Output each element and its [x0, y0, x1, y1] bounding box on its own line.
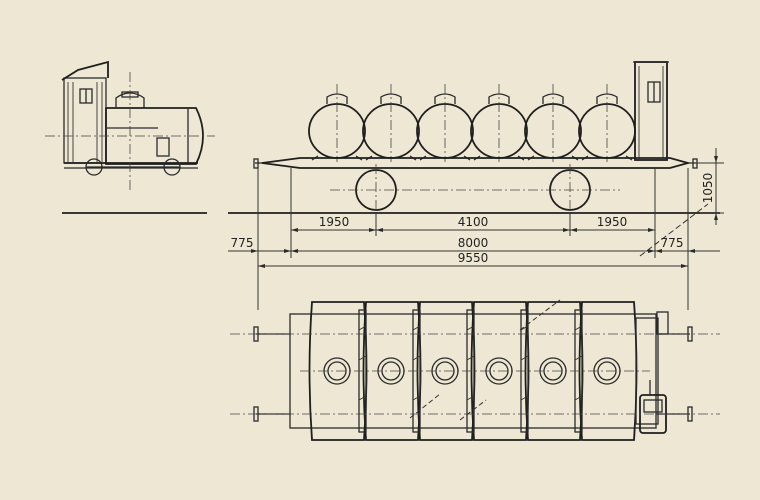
end-view-side-box	[156, 137, 170, 157]
elevation-cabin-planks	[638, 66, 664, 158]
elevation-cabin	[634, 61, 668, 161]
dim-label-total-length: 9550	[458, 251, 489, 265]
end-view-cabin-planks	[67, 82, 103, 162]
dim-label-overhang-right: 775	[661, 236, 684, 250]
elevation-tank	[578, 84, 636, 162]
dim-label-seg-mid: 4100	[458, 215, 489, 229]
elevation-buffer-left	[253, 158, 259, 169]
end-view-cabin	[63, 77, 107, 164]
dim-label-seg-left: 1950	[319, 215, 350, 229]
plan-cabin	[635, 317, 659, 425]
elevation-tank	[362, 84, 420, 162]
plan-view	[230, 299, 720, 441]
dim-label-wheelbase: 8000	[458, 236, 489, 250]
dimension-labels: 1950 4100 1950 775 8000 775 9550 1050	[231, 173, 715, 265]
elevation-tank	[308, 84, 366, 162]
dim-label-overhang-left: 775	[231, 236, 254, 250]
elevation-tank	[524, 84, 582, 162]
dimension-lines	[228, 148, 724, 310]
plan-cabin-step	[656, 311, 669, 335]
end-view-cabin-roof	[61, 60, 109, 81]
side-elevation	[228, 61, 720, 236]
dim-label-height: 1050	[701, 173, 715, 204]
elevation-tank-row	[308, 84, 636, 162]
elevation-tank	[416, 84, 474, 162]
end-view	[45, 60, 215, 214]
dim-label-seg-right: 1950	[597, 215, 628, 229]
end-view-tank-body	[105, 107, 204, 165]
elevation-tank	[470, 84, 528, 162]
